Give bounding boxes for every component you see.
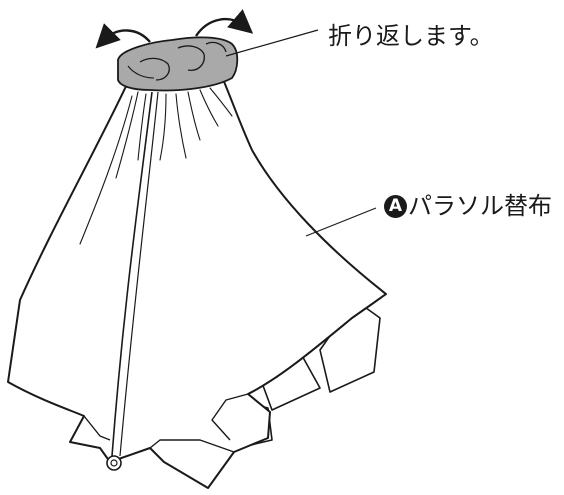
fold-arrow-right-icon — [195, 9, 254, 37]
cloth-fold-lines — [79, 87, 233, 245]
parasol-leader-line — [305, 207, 377, 237]
part-name: パラソル替布 — [408, 192, 552, 220]
parasol-cover-label: A パラソル替布 — [384, 194, 552, 218]
hem-details — [83, 393, 249, 453]
grommet-icon — [106, 455, 122, 471]
fold-instruction-label: 折り返します。 — [328, 22, 494, 50]
fold-arrow-left-icon — [95, 23, 151, 49]
fold-leader-line — [225, 29, 319, 57]
part-letter-badge: A — [384, 194, 407, 218]
parasol-cover-cloth — [7, 71, 387, 489]
cloth-seam — [111, 91, 153, 457]
folded-top-band — [117, 36, 239, 92]
